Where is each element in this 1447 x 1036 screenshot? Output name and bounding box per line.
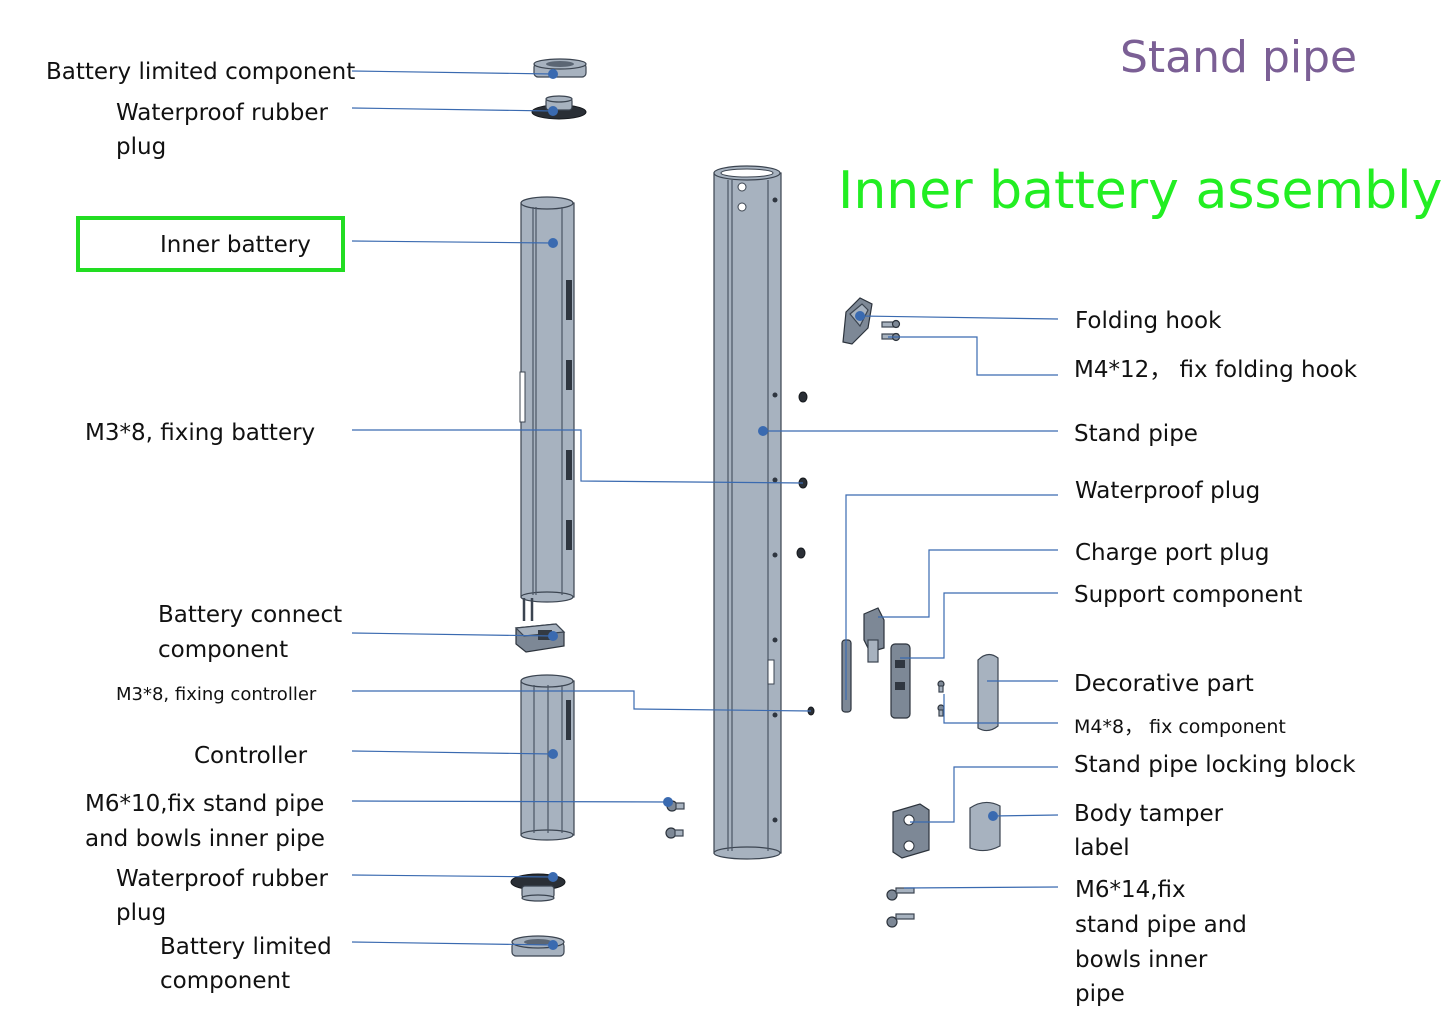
body-tamper-label-part [969,801,1001,852]
label-folding-hook: Folding hook [1075,308,1222,334]
assembly-subtitle: Inner battery assembly [838,161,1442,221]
page-title: Stand pipe [1120,32,1357,83]
stand-pipe-part [713,165,782,860]
waterproof-rubber-plug-bottom [510,873,566,902]
label-line: Waterproof rubber [116,866,328,892]
label-line: plug [116,900,166,926]
label-inner-battery: Inner battery [160,232,311,258]
label-line: stand pipe and [1075,912,1247,938]
charge-port-plug-part [863,607,885,663]
locking-block-part [892,803,930,859]
label-battery-limited-top: Battery limited component [46,59,355,85]
left-labels: Battery limited component Waterproof rub… [46,59,355,994]
label-line: M6*10,fix stand pipe [85,791,324,817]
label-controller: Controller [194,743,308,769]
label-line: bowls inner [1075,947,1208,973]
parts-drawing [510,58,1001,957]
label-m4-fix-component: M4*8， fix component [1074,716,1286,738]
waterproof-rubber-plug-top [531,95,587,120]
m3x8-screws [796,391,815,716]
decorative-part-piece [977,653,999,732]
label-battery-limited-bottom: Battery limited component [160,934,339,994]
label-waterproof-rubber-bottom: Waterproof rubber plug [116,866,335,926]
label-line: M6*14,fix [1075,877,1186,903]
label-battery-connect: Battery connect component [158,602,349,663]
label-line: plug [116,134,166,160]
label-line: Body tamper [1074,801,1224,827]
label-line: pipe [1075,981,1125,1007]
label-line: label [1074,835,1130,861]
label-line: and bowls inner pipe [85,826,325,852]
label-waterproof-rubber-top: Waterproof rubber plug [116,100,335,160]
label-line: component [160,968,290,994]
folding-hook-part [842,297,873,345]
label-charge-port-plug: Charge port plug [1075,540,1269,566]
inner-battery-part [519,196,575,621]
label-stand-pipe: Stand pipe [1074,421,1198,447]
m6x14-screws [886,887,915,928]
label-m3-fixing-controller: M3*8, fixing controller [116,684,317,705]
inner-battery-highlight-box [76,216,345,272]
label-line: Waterproof rubber [116,100,328,126]
label-line: component [158,637,288,663]
label-m6-fix-left: M6*10,fix stand pipe and bowls inner pip… [85,791,332,852]
leader-lines [351,69,1059,950]
label-body-tamper: Body tamper label [1074,801,1230,861]
m4x8-screws [937,680,945,717]
label-m4-fix-folding-hook: M4*12， fix folding hook [1074,357,1358,383]
label-m3-fixing-battery: M3*8, fixing battery [85,420,315,446]
label-m6-fix-right: M6*14,fix stand pipe and bowls inner pip… [1075,877,1254,1007]
label-support-component: Support component [1074,582,1302,608]
support-component-part [890,643,911,719]
label-decorative-part: Decorative part [1074,671,1254,697]
label-line: Battery limited [160,934,332,960]
label-line: Battery connect [158,602,342,628]
label-locking-block: Stand pipe locking block [1074,752,1356,778]
right-labels: Folding hook M4*12， fix folding hook Sta… [1074,308,1358,1007]
controller-part [520,674,575,841]
label-waterproof-plug: Waterproof plug [1075,478,1260,504]
